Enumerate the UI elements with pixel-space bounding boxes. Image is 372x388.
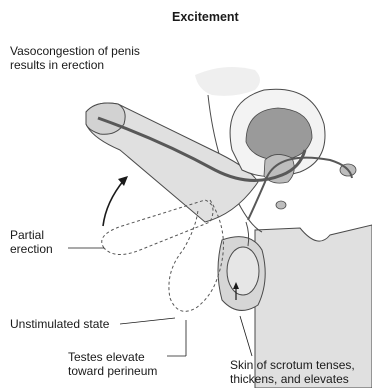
label-unstimulated: Unstimulated state	[10, 317, 109, 331]
pubic-hair-region	[195, 67, 260, 96]
label-scrotum-line2: thickens, and elevates	[230, 372, 349, 386]
leader-unstimulated	[120, 318, 175, 324]
label-vasocongestion-line2: results in erection	[10, 58, 104, 72]
testis	[227, 247, 259, 295]
erection-motion-arrow	[103, 180, 124, 226]
label-testes-line1: Testes elevate	[68, 350, 145, 364]
label-scrotum-line1: Skin of scrotum tenses,	[230, 358, 355, 372]
label-vasocongestion-line1: Vasocongestion of penis	[10, 44, 140, 58]
label-testes-line2: toward perineum	[68, 364, 157, 378]
diagram-title: Excitement	[172, 10, 239, 24]
gland-small	[276, 201, 286, 209]
label-partial-line1: Partial	[10, 228, 44, 242]
label-partial-line2: erection	[10, 242, 53, 256]
bladder-organ	[246, 108, 312, 160]
leader-scrotum	[240, 316, 252, 356]
glans	[86, 103, 125, 134]
